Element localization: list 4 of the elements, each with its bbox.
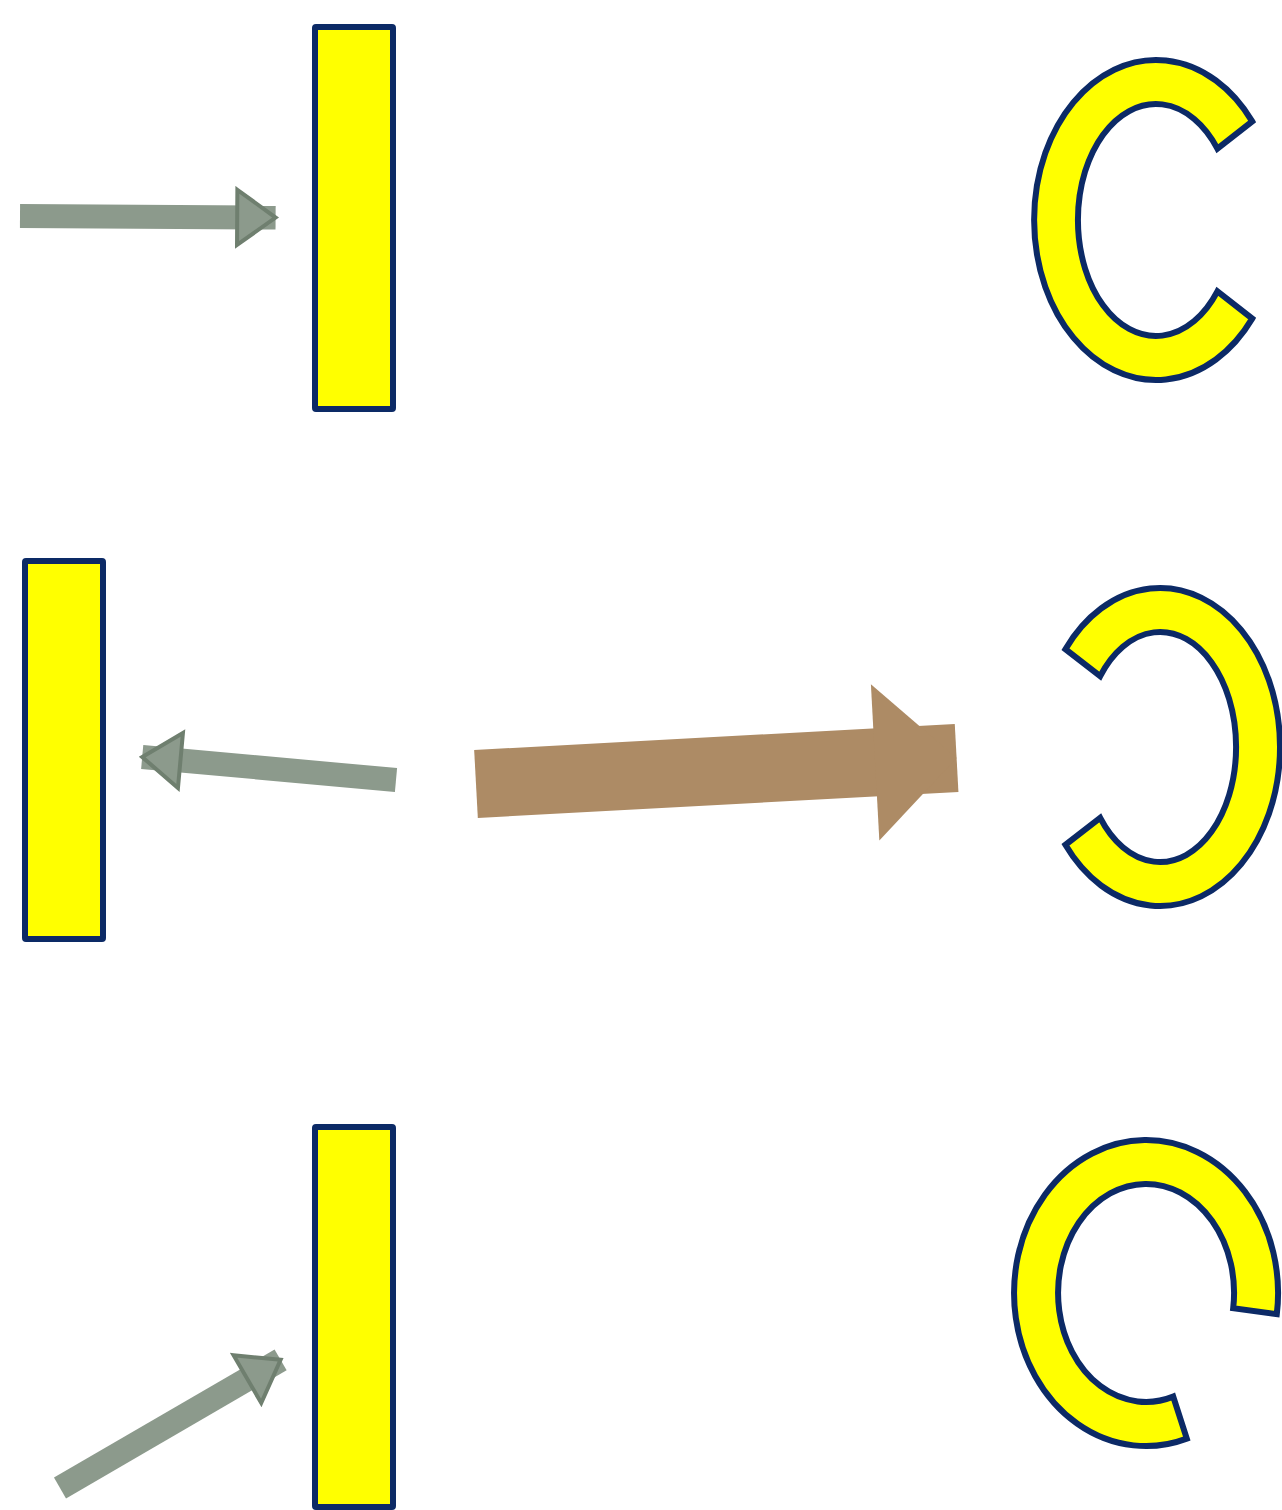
bar xyxy=(22,558,106,942)
bar xyxy=(312,24,396,412)
bar xyxy=(312,1124,396,1510)
c-shape xyxy=(1010,1136,1282,1450)
